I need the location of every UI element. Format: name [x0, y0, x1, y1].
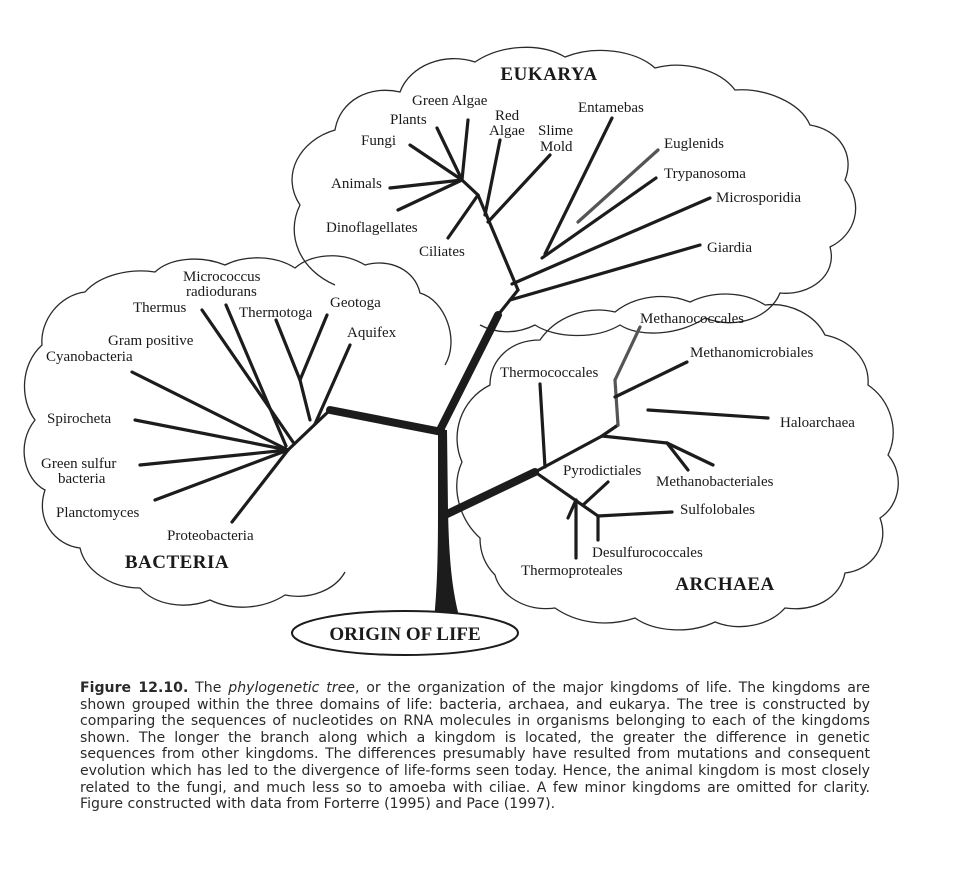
- figure-caption: Figure 12.10. The phylogenetic tree, or …: [80, 680, 870, 813]
- bacteria-stem: [326, 406, 446, 436]
- domain-eukarya: EUKARYA: [500, 64, 597, 85]
- taxon-methanobacteriales: Methanobacteriales: [656, 474, 774, 490]
- domain-archaea: ARCHAEA: [675, 574, 775, 595]
- taxon-animals: Animals: [331, 176, 382, 192]
- taxon-thermococcales: Thermococcales: [500, 365, 598, 381]
- taxon-cyanobacteria: Cyanobacteria: [46, 349, 133, 365]
- taxon-pyrodictiales: Pyrodictiales: [563, 463, 641, 479]
- taxon-dinoflagellates: Dinoflagellates: [326, 220, 418, 236]
- caption-body: , or the organization of the major kingd…: [80, 680, 870, 813]
- phylogenetic-tree-diagram: ORIGIN OF LIFE EUKARYA BACTERIA ARCHAEA …: [23, 46, 899, 656]
- domain-bacteria: BACTERIA: [125, 552, 229, 573]
- taxon-euglenids: Euglenids: [664, 136, 724, 152]
- taxon-entamebas: Entamebas: [578, 100, 644, 116]
- taxon-desulfurococcales: Desulfurococcales: [592, 545, 703, 561]
- taxon-green-algae: Green Algae: [412, 93, 488, 109]
- taxon-planctomyces: Planctomyces: [56, 505, 139, 521]
- taxon-giardia: Giardia: [707, 240, 752, 256]
- caption-term: phylogenetic tree: [228, 680, 355, 696]
- eukarya-stem: [436, 311, 502, 434]
- taxon-green-sulfur-line2: bacteria: [58, 471, 106, 487]
- taxon-slime-mold-line1: Slime: [538, 123, 573, 139]
- archaea-stem: [441, 468, 539, 519]
- tree-trunk: [434, 430, 460, 620]
- taxon-spirocheta: Spirocheta: [47, 411, 111, 427]
- taxon-red-algae-line2: Algae: [489, 123, 525, 139]
- taxon-proteobacteria: Proteobacteria: [167, 528, 254, 544]
- figure-number: Figure 12.10.: [80, 680, 189, 696]
- bacteria-cloud: [23, 255, 452, 608]
- taxon-trypanosoma: Trypanosoma: [664, 166, 746, 182]
- taxon-microsporidia: Microsporidia: [716, 190, 801, 206]
- taxon-fungi: Fungi: [361, 133, 396, 149]
- archaea-cloud: [456, 293, 899, 631]
- taxon-thermus: Thermus: [133, 300, 186, 316]
- origin-oval: [291, 610, 519, 656]
- taxon-plants: Plants: [390, 112, 427, 128]
- taxon-micrococcus-line1: Micrococcus: [183, 269, 261, 285]
- taxon-sulfolobales: Sulfolobales: [680, 502, 755, 518]
- taxon-red-algae-line1: Red: [495, 108, 520, 124]
- eukarya-branches: [388, 116, 712, 317]
- taxon-haloarchaea: Haloarchaea: [780, 415, 855, 431]
- taxon-green-sulfur-line1: Green sulfur: [41, 456, 116, 472]
- taxon-methanococcales: Methanococcales: [640, 311, 744, 327]
- bacteria-branches: [130, 303, 352, 524]
- taxon-geotoga: Geotoga: [330, 295, 381, 311]
- taxon-thermotoga: Thermotoga: [239, 305, 313, 321]
- taxon-aquifex: Aquifex: [347, 325, 397, 341]
- taxon-micrococcus-line2: radiodurans: [186, 284, 257, 300]
- eukarya-cloud: [291, 46, 857, 337]
- taxon-gram-positive: Gram positive: [108, 333, 194, 349]
- origin-label: ORIGIN OF LIFE: [329, 624, 480, 645]
- taxon-slime-mold-line2: Mold: [540, 139, 573, 155]
- taxon-ciliates: Ciliates: [419, 244, 465, 260]
- caption-pre: The: [195, 680, 229, 696]
- taxon-methanomicrobiales: Methanomicrobiales: [690, 345, 813, 361]
- taxon-thermoproteales: Thermoproteales: [521, 563, 623, 579]
- archaea-branches: [533, 325, 770, 560]
